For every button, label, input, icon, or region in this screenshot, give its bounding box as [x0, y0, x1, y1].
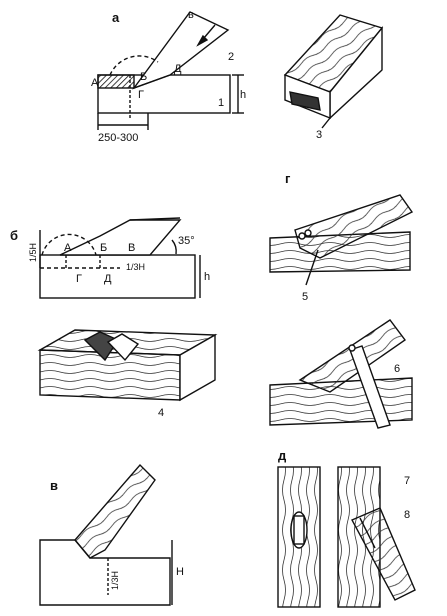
- label-b-one-third: 1/3H: [126, 262, 145, 272]
- section-a-label: а: [112, 10, 120, 25]
- label-a-dim: 250-300: [98, 132, 138, 144]
- label-b-G: Г: [76, 273, 82, 285]
- section-b-drawing: [39, 217, 201, 299]
- section-g-drawing-bottom: [269, 319, 413, 429]
- label-v-H: H: [176, 566, 184, 578]
- label-7: 7: [404, 475, 410, 487]
- beam-4-drawing: [37, 329, 218, 402]
- label-a-2: 2: [228, 51, 234, 63]
- label-b-A: А: [64, 242, 72, 254]
- section-d-label: д: [278, 448, 287, 463]
- section-g-drawing-top: [269, 194, 414, 286]
- section-a-drawing: [97, 11, 244, 130]
- label-b-D: Д: [104, 273, 112, 285]
- label-a-A: А: [91, 77, 99, 89]
- label-arrow-v: в: [188, 9, 194, 21]
- label-b-one-fifth: 1/5H: [28, 243, 38, 262]
- label-a-1: 1: [218, 97, 224, 109]
- section-g-label: г: [285, 171, 291, 186]
- label-a-h: h: [240, 89, 246, 101]
- label-3: 3: [316, 129, 322, 141]
- label-4: 4: [158, 407, 164, 419]
- label-8: 8: [404, 509, 410, 521]
- section-b-label: б: [10, 228, 18, 243]
- section-v-label: в: [50, 478, 58, 493]
- label-b-B: Б: [100, 242, 107, 254]
- label-b-h: h: [204, 271, 210, 283]
- label-6: 6: [394, 363, 400, 375]
- label-b-V: В: [128, 242, 135, 254]
- label-5: 5: [302, 291, 308, 303]
- label-v-one-third: 1/3H: [110, 571, 120, 590]
- section-d-drawing: [277, 466, 416, 608]
- label-a-D: Д: [174, 63, 182, 75]
- label-b-angle: 35°: [178, 235, 195, 247]
- label-a-B: Б: [140, 71, 147, 83]
- label-a-G: Г: [138, 89, 144, 101]
- section-v-drawing: [39, 463, 173, 606]
- beam-3-drawing: [283, 14, 384, 129]
